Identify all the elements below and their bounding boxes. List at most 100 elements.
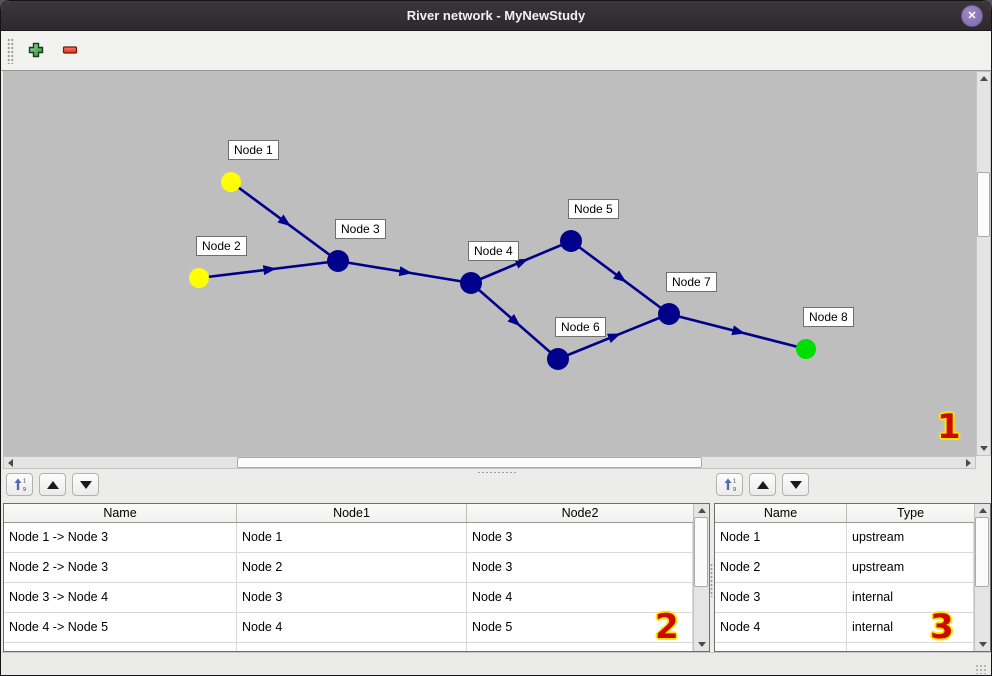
node-label[interactable]: Node 5: [568, 199, 619, 219]
links-table-scrollbar[interactable]: [693, 504, 709, 651]
canvas-vscroll-thumb[interactable]: [977, 172, 990, 237]
sort-ascending-icon: 1 9: [14, 478, 26, 492]
table-cell[interactable]: Node 2: [715, 553, 847, 582]
canvas-horizontal-scrollbar[interactable]: [3, 456, 976, 469]
canvas-hscroll-thumb[interactable]: [237, 457, 702, 468]
scroll-down-arrow[interactable]: [977, 442, 990, 455]
table-cell[interactable]: Node 1: [237, 523, 467, 552]
table-cell[interactable]: Node 4 -> Node 5: [4, 613, 237, 642]
nodes-sort-button[interactable]: 1 9: [716, 473, 743, 496]
node-label[interactable]: Node 7: [666, 272, 717, 292]
column-header-node1[interactable]: Node1: [237, 504, 467, 522]
scroll-up-arrow[interactable]: [977, 72, 990, 85]
table-cell[interactable]: Node 4: [715, 613, 847, 642]
table-cell[interactable]: Node 5: [467, 613, 693, 642]
toolbar-drag-handle[interactable]: [7, 37, 14, 64]
add-button[interactable]: [24, 39, 48, 63]
resize-grip[interactable]: [975, 664, 987, 674]
column-header-type[interactable]: Type: [896, 506, 925, 520]
table-cell[interactable]: Node 4: [467, 583, 693, 612]
nodes-move-down-button[interactable]: [782, 473, 809, 496]
edge-arrowhead: [606, 333, 621, 344]
canvas-table-splitter[interactable]: [1, 469, 991, 475]
node-node-2[interactable]: [189, 268, 209, 288]
empty-row: [4, 643, 693, 651]
column-header-node2[interactable]: Node2: [561, 506, 599, 520]
table-cell[interactable]: internal: [847, 613, 974, 642]
node-node-5[interactable]: [560, 230, 582, 252]
node-label[interactable]: Node 1: [228, 140, 279, 160]
nodes-table-scrollbar[interactable]: [974, 504, 990, 651]
table-cell[interactable]: Node 1: [715, 523, 847, 552]
table-cell[interactable]: Node 3: [467, 553, 693, 582]
canvas-vertical-scrollbar[interactable]: [976, 71, 991, 456]
close-icon: ✕: [967, 10, 977, 22]
table-cell[interactable]: Node 2: [237, 553, 467, 582]
links-move-up-button[interactable]: [39, 473, 66, 496]
node-label[interactable]: Node 3: [335, 219, 386, 239]
column-header-name[interactable]: Name: [715, 504, 847, 522]
node-label[interactable]: Node 6: [555, 317, 606, 337]
status-bar: [1, 652, 991, 675]
node-label[interactable]: Node 2: [196, 236, 247, 256]
edge-arrowhead: [277, 214, 291, 227]
node-node-7[interactable]: [658, 303, 680, 325]
red-minus-icon: [62, 45, 78, 54]
links-sort-button[interactable]: 1 9: [6, 473, 33, 496]
table-cell[interactable]: Node 3: [467, 523, 693, 552]
links-table-toolbar: 1 9: [6, 473, 99, 496]
table-cell[interactable]: Node 1 -> Node 3: [4, 523, 237, 552]
splitter-grip: [477, 471, 517, 474]
table-header-row: Name Type: [715, 504, 974, 523]
links-scroll-thumb[interactable]: [694, 517, 708, 587]
remove-button[interactable]: [58, 39, 82, 63]
node-node-8[interactable]: [796, 339, 816, 359]
table-cell[interactable]: Node 4: [237, 613, 467, 642]
node-node-4[interactable]: [460, 272, 482, 294]
network-canvas[interactable]: Node 1 Node 2 Node 3 Node 4 Node 5 Node 6 Node…: [3, 71, 976, 456]
scroll-down-arrow[interactable]: [975, 638, 990, 651]
edge-arrowhead: [514, 258, 529, 269]
scroll-up-arrow[interactable]: [975, 504, 990, 517]
svg-text:9: 9: [23, 487, 26, 492]
column-header-name[interactable]: Name: [4, 504, 237, 522]
scroll-up-arrow[interactable]: [694, 504, 709, 517]
empty-row: [715, 643, 974, 651]
node-label[interactable]: Node 8: [803, 307, 854, 327]
table-cell[interactable]: Node 3: [715, 583, 847, 612]
sort-ascending-icon: 1 9: [724, 478, 736, 492]
nodes-scroll-thumb[interactable]: [975, 517, 989, 587]
titlebar[interactable]: River network - MyNewStudy ✕: [1, 1, 991, 31]
river-network-graph: [189, 172, 816, 370]
scroll-down-arrow[interactable]: [694, 638, 709, 651]
table-cell[interactable]: internal: [847, 583, 974, 612]
scroll-right-arrow[interactable]: [962, 457, 975, 468]
links-move-down-button[interactable]: [72, 473, 99, 496]
node-node-1[interactable]: [221, 172, 241, 192]
tables-splitter[interactable]: [710, 475, 714, 653]
node-label[interactable]: Node 4: [468, 241, 519, 261]
node-node-6[interactable]: [547, 348, 569, 370]
table-cell[interactable]: Node 2 -> Node 3: [4, 553, 237, 582]
scroll-left-arrow[interactable]: [4, 457, 17, 468]
nodes-move-up-button[interactable]: [749, 473, 776, 496]
table-cell[interactable]: Node 3 -> Node 4: [4, 583, 237, 612]
table-cell[interactable]: upstream: [847, 523, 974, 552]
table-cell[interactable]: Node 3: [237, 583, 467, 612]
edge-arrowhead: [507, 313, 521, 327]
close-button[interactable]: ✕: [961, 5, 983, 27]
green-plus-icon: [28, 42, 44, 57]
node-node-3[interactable]: [327, 250, 349, 272]
table-cell[interactable]: upstream: [847, 553, 974, 582]
